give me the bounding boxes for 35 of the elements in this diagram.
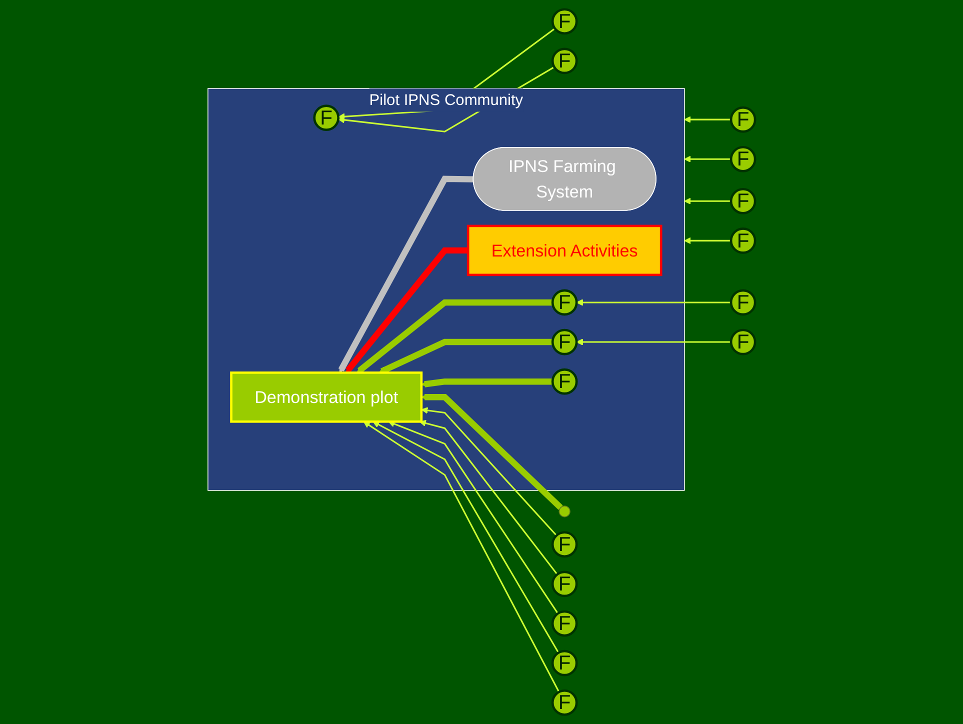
node-box: Demonstration plot <box>230 371 423 423</box>
arrow <box>356 299 553 374</box>
arrow <box>684 156 732 163</box>
node-circle: F <box>730 289 756 316</box>
node-circle: F <box>551 689 578 716</box>
node-circle: F <box>551 570 578 598</box>
node-circle: F <box>730 106 756 133</box>
arrow <box>388 420 559 614</box>
arrow <box>576 299 732 306</box>
arrow <box>372 421 560 654</box>
arrow <box>684 198 732 205</box>
node-circle: F <box>730 228 756 254</box>
arrow <box>419 420 558 575</box>
arrow <box>421 394 563 510</box>
node-circle: F <box>551 368 578 395</box>
arrow <box>684 237 732 244</box>
arrow <box>684 116 732 123</box>
node-circle: F <box>551 8 578 35</box>
arrow <box>363 421 560 692</box>
node-circle: F <box>551 289 578 316</box>
arrow <box>576 338 732 346</box>
node-box: Extension Activities <box>466 224 662 276</box>
arrow <box>421 378 553 388</box>
node-circle: F <box>551 328 578 356</box>
arrow <box>346 247 468 373</box>
node-circle: F <box>551 610 578 637</box>
arrow <box>421 407 558 536</box>
node-circle: F <box>730 146 756 172</box>
node-circle: F <box>551 531 578 558</box>
node-circle: F <box>551 650 578 676</box>
node-circle: F <box>313 104 340 131</box>
node-circle: F <box>551 48 578 74</box>
node-circle: F <box>730 328 756 356</box>
arrow <box>338 176 474 373</box>
node-circle: F <box>730 188 756 214</box>
